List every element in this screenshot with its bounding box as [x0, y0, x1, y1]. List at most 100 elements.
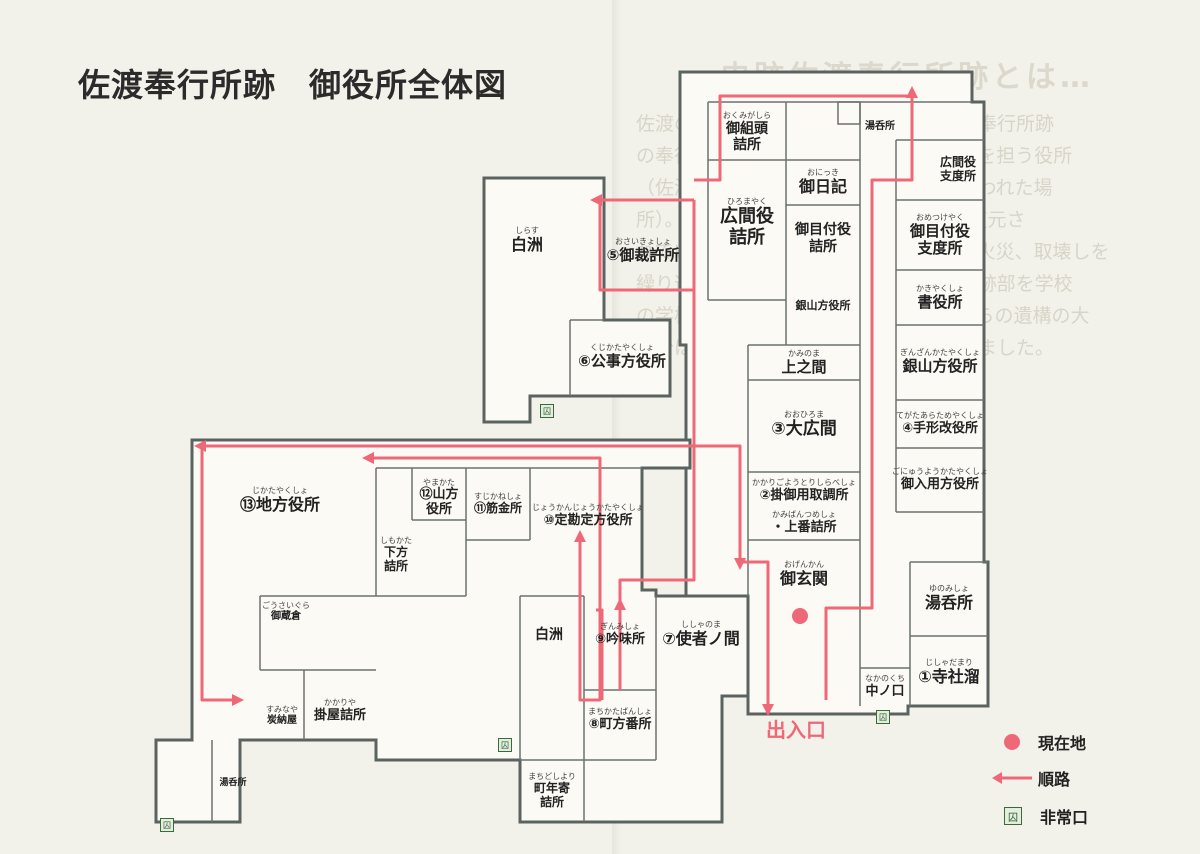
room-label: 白洲	[535, 626, 563, 643]
room-label: ③大広間	[771, 419, 837, 440]
room-label: 御玄関	[779, 568, 828, 588]
room-ruby: おめつけやく	[916, 212, 964, 222]
room-ruby: かみのま	[788, 348, 820, 358]
room-ruby: おげんかん	[784, 559, 824, 569]
room-kaminoma: かみのま上之間	[748, 345, 860, 380]
arrowhead	[734, 558, 746, 570]
room-ruby: しらす	[515, 225, 539, 235]
room-ruby: じしゃだまり	[925, 657, 973, 667]
current-location-icon	[1004, 734, 1020, 750]
arrowhead	[906, 86, 918, 98]
emergency-exit-icon: 囚	[1004, 807, 1022, 825]
arrowhead	[762, 704, 774, 716]
arrowhead	[194, 440, 206, 452]
room-label: 中ノ口	[865, 683, 905, 699]
room-label: 広間役 詰所	[720, 205, 774, 248]
room-label: 銀山方役所	[795, 298, 851, 312]
room-ruby: おくみがしら	[722, 110, 772, 120]
room-ruby: ひろまやく	[727, 196, 767, 206]
arrowhead	[362, 452, 374, 464]
room-hiromayaku: ひろまやく広間役 詰所	[708, 185, 786, 260]
room-label: ⑨吟味所	[594, 631, 645, 647]
room-label: ⑧町方番所	[588, 716, 652, 732]
room-kamiban: かみばんつめしょ・上番詰所	[748, 508, 860, 538]
room-ruby: じかたやくしょ	[252, 485, 308, 495]
room-label: 湯呑所	[219, 777, 247, 788]
room-ruby: なかのくち	[865, 674, 905, 684]
room-sumiya: すみなや炭納屋	[262, 700, 302, 732]
room-onikki: おにっき御日記	[786, 160, 860, 205]
room-ruby: かかりごようとりしらべしょ	[752, 478, 856, 488]
legend-label: 非常口	[1040, 808, 1089, 827]
room-nakanokuchi: なかのくち中ノ口	[860, 670, 910, 704]
room-ruby: てがたあらためやくしょ	[896, 411, 984, 421]
room-ruby: まちかたばんしょ	[588, 707, 652, 717]
arrowhead	[574, 530, 586, 542]
route-segment	[598, 198, 694, 292]
room-ometsuke: 御目付役 詰所	[786, 208, 860, 268]
room-label: ⑫山方 役所	[419, 487, 459, 518]
room-ruby: おおひろま	[784, 410, 824, 420]
route-segment	[200, 446, 236, 702]
room-gozaikura: ごうさいぐら御蔵倉	[260, 598, 312, 626]
room-ruby: くじかたやくしょ	[590, 343, 654, 353]
room-ruby: じょうかんじょうかたやくしょ	[532, 503, 644, 513]
room-shirasu-bottom: 白洲	[520, 620, 578, 650]
route	[200, 94, 914, 708]
room-label: 御入用方役所	[900, 476, 979, 492]
emergency-exit-icon: 囚	[498, 738, 512, 752]
room-yunomi-left: 湯呑所	[212, 772, 254, 794]
route-segment	[740, 560, 770, 708]
room-label: 下方 詰所	[383, 545, 408, 574]
legend-item-emergency-exit: 囚 非常口	[1004, 804, 1088, 828]
route-segment	[370, 456, 602, 702]
route-arrow-icon	[992, 772, 1032, 784]
room-label: ・上番詰所	[771, 519, 837, 535]
room-label: 御日記	[798, 177, 847, 197]
room-label: 湯呑所	[865, 121, 895, 133]
route-segment	[596, 608, 604, 700]
room-ruby: かかりや	[324, 698, 356, 708]
arrowhead	[614, 598, 626, 610]
room-ruby: ぎんざんかたやくしょ	[900, 348, 980, 358]
room-ruby: まちどしより	[528, 772, 576, 782]
room-label: ②掛御用取調所	[759, 487, 849, 503]
entrance-label: 出入口	[766, 718, 826, 742]
room-yuzome: 湯呑所	[860, 112, 900, 142]
legend-label: 順路	[1038, 770, 1071, 789]
route-segment	[694, 94, 914, 700]
room-label: 御目付役 詰所	[795, 222, 851, 255]
arrowhead	[232, 694, 244, 706]
room-label: 御組頭 詰所	[726, 121, 768, 154]
room-ruby: かきやくしょ	[916, 284, 964, 294]
room-ruby: しもかた	[380, 536, 412, 546]
room-ruby: ぎんみしょ	[600, 622, 640, 632]
room-ruby: ごうさいぐら	[262, 601, 310, 611]
emergency-exit-icon: 囚	[540, 404, 554, 418]
room-ruby: ごにゅうようかたやくしょ	[892, 467, 988, 477]
emergency-exit-icon: 囚	[876, 710, 890, 724]
room-label: ⑤御裁許所	[606, 246, 680, 265]
wall-shirasu-block	[482, 176, 672, 424]
room-ruby: おさいきょしょ	[615, 237, 671, 247]
room-ginzan-kata: 銀山方役所	[786, 295, 860, 317]
room-label: 白洲	[510, 234, 543, 254]
room-label: ①寺社溜	[918, 666, 980, 686]
current-location-marker	[792, 608, 808, 624]
room-label: 広間役 支度所	[939, 155, 976, 183]
room-label: 掛屋詰所	[313, 707, 366, 723]
room-ruby: ししゃのま	[681, 619, 721, 629]
inner-room	[837, 101, 861, 125]
room-hiromayaku-shitaku: 広間役 支度所	[932, 142, 984, 198]
arrowhead	[590, 194, 602, 206]
